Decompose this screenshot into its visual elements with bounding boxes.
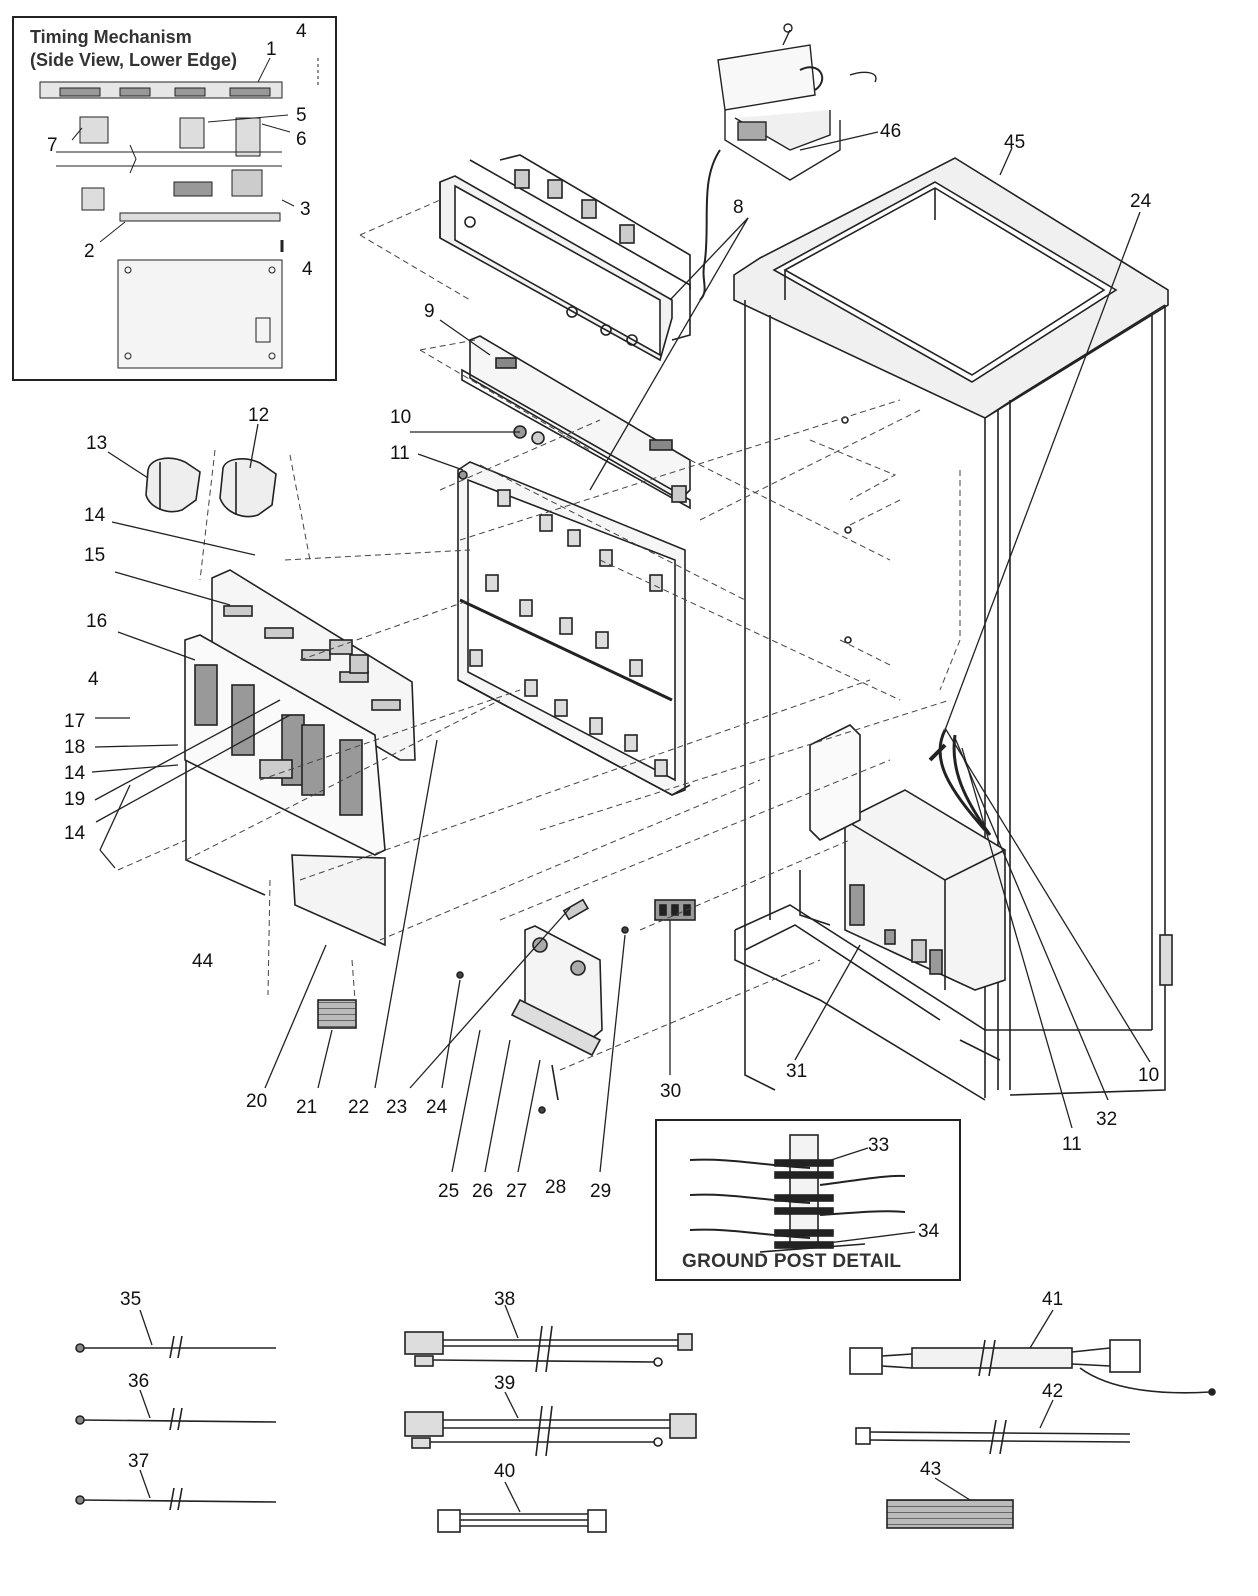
- callout-4: 4: [88, 669, 99, 690]
- cabinet-body: [733, 157, 1173, 1101]
- callout-13: 13: [86, 433, 108, 454]
- callout-14: 14: [84, 505, 106, 526]
- callout-2: 2: [84, 241, 95, 262]
- callout-28: 28: [545, 1177, 567, 1198]
- inset-title-line2: (Side View, Lower Edge): [30, 50, 238, 70]
- callout-6: 6: [296, 129, 307, 150]
- callout-21: 21: [296, 1097, 318, 1118]
- callout-34: 34: [918, 1221, 940, 1242]
- panel-door: [457, 425, 691, 796]
- callout-1: 1: [266, 39, 277, 60]
- callout-11: 11: [1062, 1134, 1082, 1155]
- callout-42: 42: [1042, 1381, 1064, 1402]
- callout-27: 27: [506, 1181, 528, 1202]
- callout-leaders: [91, 131, 1151, 1513]
- circuit-boards: [184, 569, 416, 1029]
- callout-23: 23: [386, 1097, 408, 1118]
- callout-4: 4: [302, 259, 313, 280]
- bracket-top: [699, 23, 877, 301]
- wire-harnesses: [75, 1325, 1216, 1533]
- callout-18: 18: [64, 737, 86, 758]
- callout-11: 11: [390, 443, 410, 464]
- callout-8: 8: [733, 197, 744, 218]
- callout-33: 33: [868, 1135, 890, 1156]
- inset-title-line1: Timing Mechanism: [30, 27, 192, 47]
- callout-26: 26: [472, 1181, 494, 1202]
- callout-44: 44: [192, 951, 214, 972]
- callout-36: 36: [128, 1371, 150, 1392]
- callout-4: 4: [296, 21, 307, 42]
- callout-10: 10: [1138, 1065, 1160, 1086]
- callout-9: 9: [424, 301, 435, 322]
- callout-3: 3: [300, 199, 311, 220]
- callout-41: 41: [1042, 1289, 1064, 1310]
- callout-32: 32: [1096, 1109, 1118, 1130]
- callout-16: 16: [86, 611, 108, 632]
- callout-31: 31: [786, 1061, 808, 1082]
- callout-12: 12: [248, 405, 270, 426]
- callout-24: 24: [426, 1097, 448, 1118]
- roller-parts: [145, 457, 277, 518]
- callout-29: 29: [590, 1181, 612, 1202]
- callout-14: 14: [64, 763, 86, 784]
- callout-39: 39: [494, 1373, 516, 1394]
- callout-19: 19: [64, 789, 86, 810]
- callout-37: 37: [128, 1451, 150, 1472]
- panel-upper: [439, 154, 691, 510]
- ground-post-detail: [655, 1119, 961, 1281]
- callout-43: 43: [920, 1459, 942, 1480]
- callout-24: 24: [1130, 191, 1152, 212]
- callout-17: 17: [64, 711, 86, 732]
- ground-post-detail-label: GROUND POST DETAIL: [682, 1251, 902, 1272]
- callout-15: 15: [84, 545, 106, 566]
- callout-7: 7: [47, 135, 58, 156]
- callout-46: 46: [880, 121, 902, 142]
- callout-14: 14: [64, 823, 86, 844]
- callout-5: 5: [296, 105, 307, 126]
- callout-38: 38: [494, 1289, 516, 1310]
- callout-40: 40: [494, 1461, 516, 1482]
- callout-20: 20: [246, 1091, 268, 1112]
- timing-mechanism-inset: [12, 16, 337, 381]
- callout-22: 22: [348, 1097, 370, 1118]
- callout-35: 35: [120, 1289, 142, 1310]
- callout-25: 25: [438, 1181, 460, 1202]
- exploded-guide-lines: [117, 199, 961, 1071]
- callout-10: 10: [390, 407, 412, 428]
- callout-30: 30: [660, 1081, 682, 1102]
- callout-45: 45: [1004, 132, 1026, 153]
